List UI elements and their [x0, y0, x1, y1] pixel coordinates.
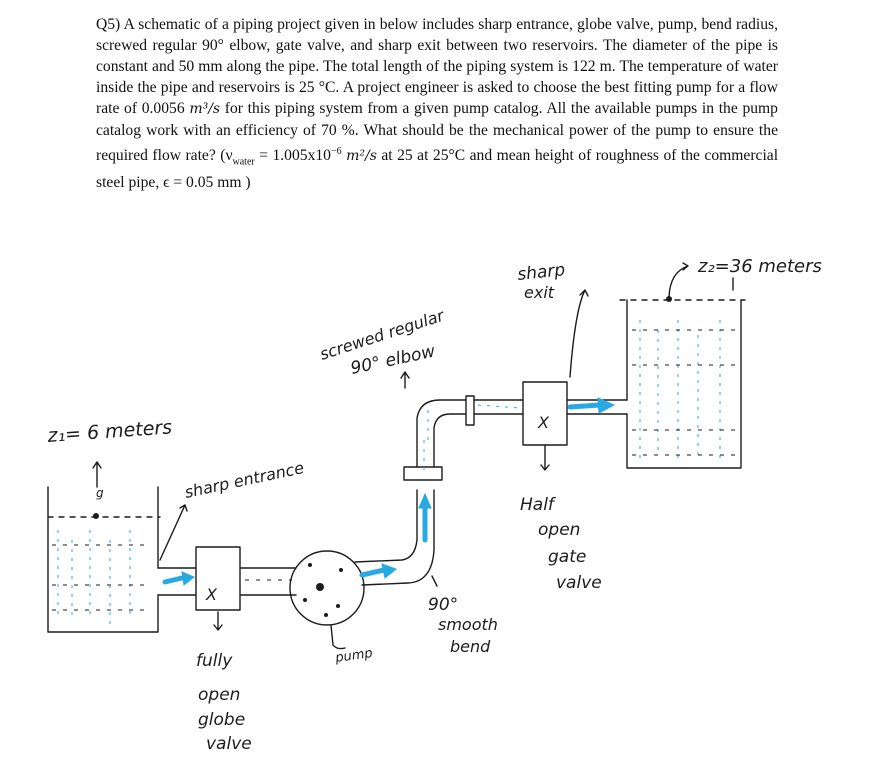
question-body-part2: for this piping system from a given pump… [96, 100, 778, 165]
elbow-label: screwed regular 90° elbow [317, 305, 447, 379]
globe-valve-body [195, 546, 241, 611]
svg-text:90°: 90° [428, 595, 458, 615]
svg-text:bend: bend [450, 637, 491, 656]
flange-upper [465, 395, 475, 426]
viscosity-tail: at 25 at 25°C and mean height of roughne… [96, 147, 779, 192]
pipe-segment-3 [354, 489, 435, 586]
pipe-segment-5 [566, 399, 628, 415]
globe-valve-mark: X [205, 585, 218, 604]
z2-label: z₂=36 meters [697, 256, 822, 277]
pipe-segment-4 [473, 399, 524, 415]
pipe-segment-1 [157, 567, 197, 596]
svg-text:fully: fully [196, 651, 233, 671]
viscosity-open: (ν [220, 147, 233, 165]
viscosity-exponent: −6 [330, 146, 342, 157]
svg-text:gate: gate [548, 547, 586, 567]
gate-valve-mark: X [537, 413, 550, 432]
svg-text:open: open [538, 520, 580, 540]
question-text: Q5) A schematic of a piping project give… [96, 14, 778, 193]
question-body-part1: A schematic of a piping project given in… [96, 16, 778, 117]
pipe-vertical [416, 399, 467, 468]
gravity-label: g [96, 486, 104, 500]
question-number: Q5) [96, 16, 121, 33]
pump-body [289, 550, 365, 626]
viscosity-unit: m²/s [346, 148, 377, 165]
globe-valve-label: fully open globe valve [196, 651, 252, 754]
svg-text:valve: valve [206, 734, 252, 754]
svg-text:globe: globe [198, 710, 245, 730]
svg-text:sharp: sharp [516, 260, 566, 285]
svg-text:exit: exit [524, 283, 555, 302]
viscosity-subscript: water [232, 156, 255, 168]
svg-text:open: open [198, 685, 240, 705]
sharp-entrance-label: sharp entrance [183, 458, 306, 502]
sharp-exit-label: sharp exit [516, 260, 566, 302]
left-surface-point [93, 513, 99, 519]
right-reservoir [626, 299, 742, 469]
pump-label: pump [333, 646, 373, 666]
flange-lower [403, 466, 443, 481]
gate-valve-label: Half open gate valve [520, 495, 602, 593]
svg-text:smooth: smooth [438, 615, 498, 634]
svg-text:valve: valve [556, 573, 602, 593]
flow-unit: m³/s [189, 101, 221, 117]
smooth-bend-label: 90° smooth bend [428, 595, 498, 656]
gate-valve-body [522, 381, 568, 446]
right-surface-point [666, 296, 672, 302]
pump-center-dot [316, 583, 324, 591]
z1-label: z₁= 6 meters [46, 416, 173, 447]
left-reservoir [47, 486, 159, 633]
svg-text:Half: Half [520, 495, 557, 515]
pipe-segment-2 [239, 567, 297, 596]
viscosity-value: = 1.005x10 [259, 147, 331, 165]
